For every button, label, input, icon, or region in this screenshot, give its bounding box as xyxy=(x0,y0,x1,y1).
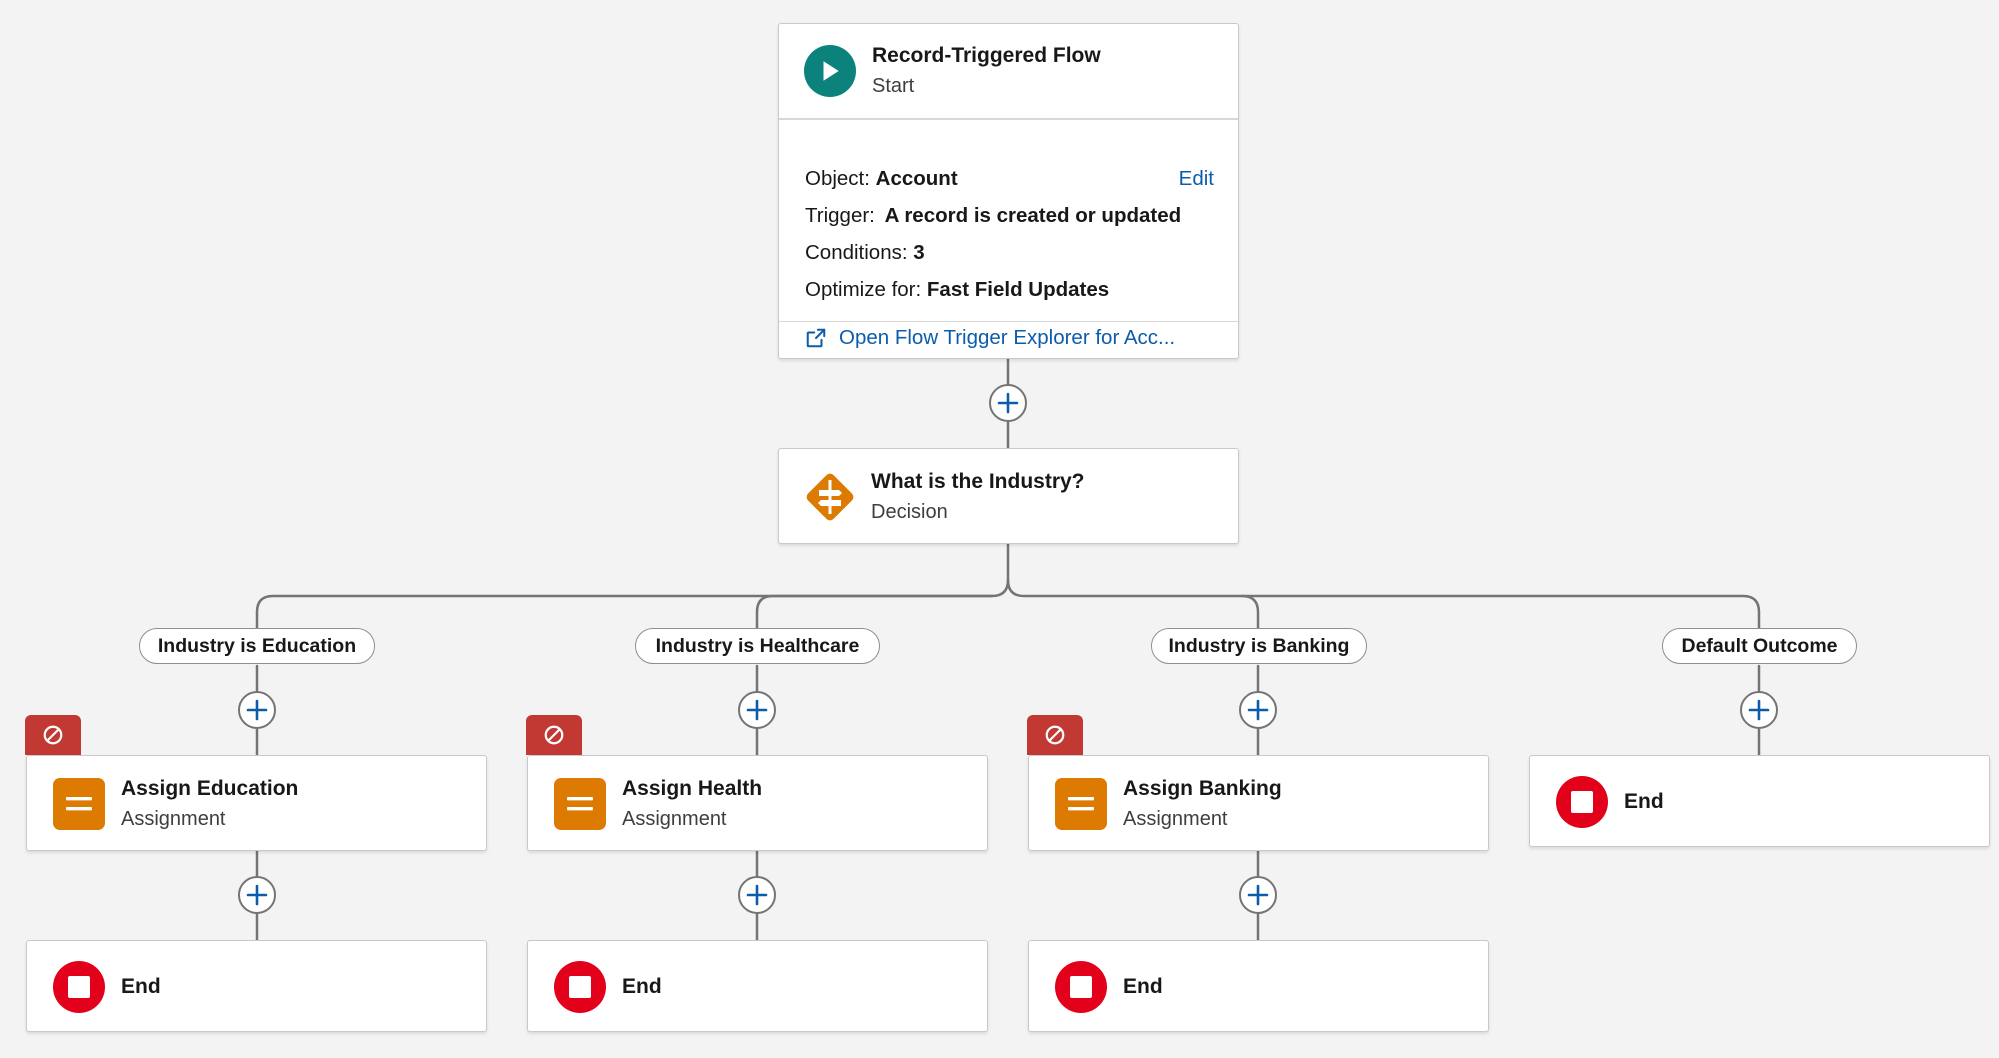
flow-trigger-explorer-link[interactable]: Open Flow Trigger Explorer for Acc... xyxy=(805,326,1175,350)
end-label: End xyxy=(121,974,161,998)
end-label: End xyxy=(1123,974,1163,998)
explorer-link-label: Open Flow Trigger Explorer for Acc... xyxy=(839,326,1176,349)
end-node-banking[interactable]: End xyxy=(1028,940,1489,1032)
assignment-title: Assign Health xyxy=(622,777,763,801)
no-entry-icon xyxy=(43,725,63,745)
conditions-property: Conditions: 3 xyxy=(805,241,925,264)
assignment-subtitle: Assignment xyxy=(1123,807,1228,830)
assignment-subtitle: Assignment xyxy=(121,807,226,830)
edit-link[interactable]: Edit xyxy=(1178,167,1214,190)
add-element-button[interactable] xyxy=(989,384,1027,422)
plus-icon xyxy=(246,699,268,721)
decision-icon xyxy=(799,466,861,528)
plus-icon xyxy=(746,884,768,906)
outcome-pill-healthcare[interactable]: Industry is Healthcare xyxy=(635,628,880,664)
outcome-pill-education[interactable]: Industry is Education xyxy=(139,628,375,664)
fault-path-badge[interactable] xyxy=(1027,715,1083,755)
end-label: End xyxy=(622,974,662,998)
assignment-icon xyxy=(554,778,606,830)
add-element-button[interactable] xyxy=(1239,876,1277,914)
plus-icon xyxy=(746,699,768,721)
end-node-education[interactable]: End xyxy=(26,940,487,1032)
assignment-node-banking[interactable]: Assign Banking Assignment xyxy=(1028,755,1489,851)
stop-icon xyxy=(53,961,105,1013)
stop-icon xyxy=(554,961,606,1013)
end-node-health[interactable]: End xyxy=(527,940,988,1032)
assignment-icon xyxy=(53,778,105,830)
add-element-button[interactable] xyxy=(1740,691,1778,729)
decision-node[interactable]: What is the Industry? Decision xyxy=(778,448,1239,544)
add-element-button[interactable] xyxy=(738,876,776,914)
add-element-button[interactable] xyxy=(238,691,276,729)
plus-icon xyxy=(997,392,1019,414)
fault-path-badge[interactable] xyxy=(25,715,81,755)
assignment-title: Assign Banking xyxy=(1123,777,1282,801)
outcome-pill-default[interactable]: Default Outcome xyxy=(1662,628,1857,664)
assignment-node-health[interactable]: Assign Health Assignment xyxy=(527,755,988,851)
stop-icon xyxy=(1556,776,1608,828)
decision-title: What is the Industry? xyxy=(871,470,1085,494)
plus-icon xyxy=(1748,699,1770,721)
assignment-title: Assign Education xyxy=(121,777,299,801)
trigger-property: Trigger: A record is created or updated xyxy=(805,204,1182,227)
no-entry-icon xyxy=(544,725,564,745)
add-element-button[interactable] xyxy=(738,691,776,729)
assignment-node-education[interactable]: Assign Education Assignment xyxy=(26,755,487,851)
start-node-header[interactable]: Record-Triggered Flow Start xyxy=(779,24,1238,120)
start-title: Record-Triggered Flow xyxy=(872,44,1101,68)
trigger-value: A record is created or updated xyxy=(884,204,1182,227)
plus-icon xyxy=(246,884,268,906)
optimize-property: Optimize for: Fast Field Updates xyxy=(805,278,1110,301)
optimize-value: Fast Field Updates xyxy=(926,278,1110,301)
assignment-icon xyxy=(1055,778,1107,830)
outcome-pill-banking[interactable]: Industry is Banking xyxy=(1151,628,1367,664)
play-icon xyxy=(804,45,856,97)
object-value: Account xyxy=(875,167,958,190)
add-element-button[interactable] xyxy=(238,876,276,914)
end-label: End xyxy=(1624,789,1664,813)
conditions-value: 3 xyxy=(913,241,925,264)
external-link-icon xyxy=(805,327,827,349)
decision-subtitle: Decision xyxy=(871,500,948,523)
end-node-default[interactable]: End xyxy=(1529,755,1990,847)
start-node[interactable]: Record-Triggered Flow Start Object: Acco… xyxy=(778,23,1239,359)
assignment-subtitle: Assignment xyxy=(622,807,727,830)
add-element-button[interactable] xyxy=(1239,691,1277,729)
object-property: Object: Account xyxy=(805,167,958,190)
no-entry-icon xyxy=(1045,725,1065,745)
plus-icon xyxy=(1247,699,1269,721)
fault-path-badge[interactable] xyxy=(526,715,582,755)
start-properties: Object: Account Edit Trigger: A record i… xyxy=(779,121,1238,322)
start-subtitle: Start xyxy=(872,74,915,97)
plus-icon xyxy=(1247,884,1269,906)
stop-icon xyxy=(1055,961,1107,1013)
